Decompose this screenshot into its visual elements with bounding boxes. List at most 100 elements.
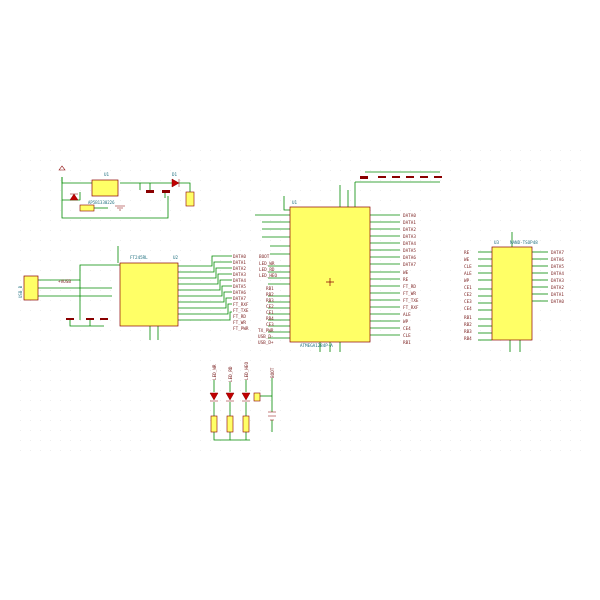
mcu-net-label: DATA2 — [403, 227, 416, 233]
usb-connector-label: USB_B — [18, 285, 23, 298]
mcu-net-label: RB1 — [403, 340, 411, 346]
nand-net-label: DATA4 — [551, 271, 564, 277]
nand-net-label: DATA5 — [551, 264, 564, 270]
regulator-value: AP5B1330226 — [88, 200, 115, 205]
nand-net-label: WP — [464, 278, 470, 284]
nand-net-label: CLE — [464, 264, 472, 270]
power-flag-icon — [58, 165, 66, 171]
diode-d1-icon — [171, 178, 180, 188]
mcu-origin-icon — [326, 278, 334, 286]
nand-net-label: CE4 — [464, 306, 472, 312]
regulator-section: U1 AP5B1330226 D1 — [58, 165, 195, 212]
mcu-chip: U1 ATMEGA1284P-A — [289, 200, 371, 348]
mcu-net-label: LED_RD — [259, 267, 275, 273]
boot-net-label: BOOT — [270, 367, 276, 378]
nand-value: NAND-TSOP48 — [510, 240, 538, 245]
mcu-net-label: RB3 — [266, 298, 274, 304]
mcu-net-label: CE3 — [266, 322, 274, 328]
nand-net-label: DATA6 — [551, 257, 564, 263]
ftdi-net-label: FT_WR — [233, 320, 246, 326]
ftdi-net-label: FT_RXF — [233, 302, 249, 308]
vusb-net-label: +VUSB — [58, 279, 71, 285]
nand-net-label: CE2 — [464, 292, 472, 298]
mcu-net-label: DATA6 — [403, 255, 416, 261]
nand-net-label: DATA1 — [551, 292, 564, 298]
nand-net-label: DATA3 — [551, 278, 564, 284]
mcu-net-label: RB2 — [266, 292, 274, 298]
regulator-designator: U1 — [104, 172, 110, 177]
mcu-net-label: USB_D+ — [258, 340, 274, 346]
led-icon — [241, 392, 251, 402]
capacitor-c1 — [146, 190, 154, 193]
mcu-body — [289, 206, 371, 343]
led-net-label: LED_RD — [228, 366, 234, 382]
nand-body — [491, 246, 533, 341]
nand-net-label: RB4 — [464, 336, 472, 342]
mcu-net-label: FT_WR — [403, 291, 416, 297]
nand-net-label: WE — [464, 257, 470, 263]
ftdi-chip: FT245RL U2 — [119, 255, 179, 327]
mcu-net-label: WE — [403, 270, 409, 276]
mcu-net-label: USB_D- — [258, 334, 274, 340]
led-net-label: LED_HEO — [244, 361, 250, 380]
mcu-net-label: LED_WR — [259, 261, 275, 267]
ftdi-net-label: FT_TXE — [233, 308, 249, 314]
mcu-net-label: CE1 — [266, 310, 274, 316]
ftdi-net-label: DATA7 — [233, 296, 246, 302]
diode-icon — [69, 193, 79, 201]
boot-resistor — [253, 392, 261, 402]
mcu-net-label: CE4 — [403, 326, 411, 332]
mcu-net-label: RE — [403, 277, 409, 283]
fuse-f1 — [185, 191, 195, 207]
nand-net-label: ALE — [464, 271, 472, 277]
nand-net-label: DATA2 — [551, 285, 564, 291]
ftdi-net-label: DATA6 — [233, 290, 246, 296]
nand-net-label: RE — [464, 250, 470, 256]
nand-net-label: DATA7 — [551, 250, 564, 256]
mcu-value: ATMEGA1284P-A — [300, 343, 333, 348]
mcu-net-label: DATA4 — [403, 241, 416, 247]
capacitor-c2 — [162, 190, 170, 193]
resistor-r1 — [79, 204, 95, 212]
led-icon — [209, 392, 219, 402]
mcu-net-label: ALE — [403, 312, 411, 318]
led-resistor — [242, 415, 250, 433]
nand-net-label: RB1 — [464, 315, 472, 321]
decoupling-capacitors — [360, 176, 442, 179]
ftdi-net-label: DATA4 — [233, 278, 246, 284]
mcu-designator: U1 — [292, 200, 298, 205]
mcu-net-label: FT_RXF — [403, 305, 419, 311]
mcu-right-labels: DATA0 DATA1 DATA2 DATA3 DATA4 DATA5 DATA… — [403, 213, 419, 346]
ftdi-net-label: DATA5 — [233, 284, 246, 290]
mcu-net-label: FT_RD — [403, 284, 416, 290]
nand-net-label: CE3 — [464, 299, 472, 305]
ftdi-net-label: DATA1 — [233, 260, 246, 266]
mcu-net-label: DATA7 — [403, 262, 416, 268]
usb-connector: USB_B +VUSB — [18, 275, 71, 301]
ftdi-value: FT245RL — [130, 255, 148, 260]
mcu-net-label: WP — [403, 319, 409, 325]
ground-icon — [115, 205, 125, 211]
led-resistor — [226, 415, 234, 433]
mcu-net-label: RB1 — [266, 286, 274, 292]
mcu-net-label: DATA0 — [403, 213, 416, 219]
mcu-net-label: FT_TXE — [403, 298, 419, 304]
ftdi-net-label: DATA2 — [233, 266, 246, 272]
led-resistor — [210, 415, 218, 433]
nand-net-label: RB3 — [464, 329, 472, 335]
ftdi-right-labels: DATA0 DATA1 DATA2 DATA3 DATA4 DATA5 DATA… — [233, 254, 249, 332]
led-section: LED_WR LED_RD LED_HEO BOOT — [209, 361, 276, 433]
mcu-net-label: CE2 — [266, 304, 274, 310]
regulator-body — [91, 179, 119, 197]
ftdi-net-label: FT_PWR — [233, 326, 249, 332]
nand-net-label: DATA0 — [551, 299, 564, 305]
wires — [38, 171, 548, 441]
nand-left-labels: RE WE CLE ALE WP CE1 CE2 CE3 CE4 RB1 RB2… — [464, 250, 472, 342]
boot-button-icon — [268, 411, 276, 421]
led-icon — [225, 392, 235, 402]
ftdi-net-label: DATA3 — [233, 272, 246, 278]
nand-net-label: CE1 — [464, 285, 472, 291]
mcu-net-label: DATA5 — [403, 248, 416, 254]
nand-net-label: RB2 — [464, 322, 472, 328]
mcu-net-label: BOOT — [259, 254, 270, 260]
